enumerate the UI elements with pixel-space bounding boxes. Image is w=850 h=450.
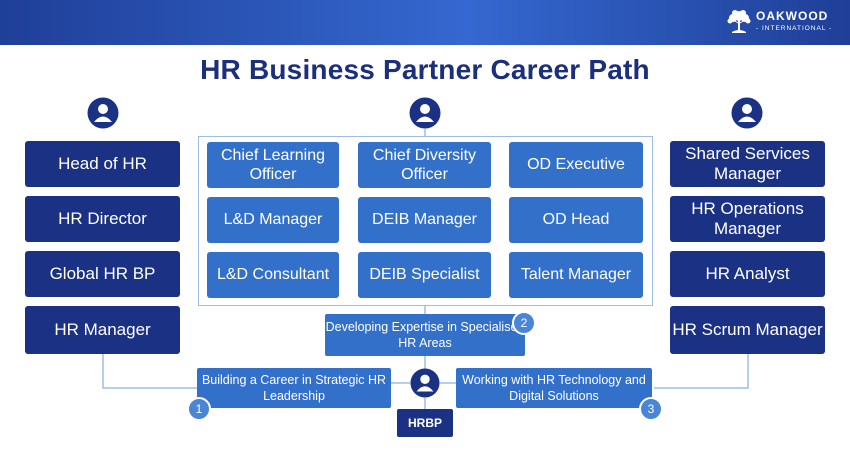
path-label-strategic: Building a Career in Strategic HR Leader… — [197, 368, 391, 408]
left-column-role: Global HR BP — [25, 251, 180, 297]
person-icon — [409, 97, 441, 129]
center-grid-role: Talent Manager — [509, 252, 643, 298]
person-icon — [410, 368, 440, 398]
center-grid-role: Chief Learning Officer — [207, 142, 339, 188]
left-column-role: HR Director — [25, 196, 180, 242]
path-label-specialised: Developing Expertise in Specialised HR A… — [325, 314, 525, 356]
brand-name: OAKWOOD — [756, 9, 829, 23]
center-grid-role: Chief Diversity Officer — [358, 142, 491, 188]
path-number-badge: 2 — [512, 311, 536, 335]
center-grid-role: DEIB Manager — [358, 197, 491, 243]
right-column-role: Shared Services Manager — [670, 141, 825, 187]
person-icon — [731, 97, 763, 129]
left-column-role: HR Manager — [25, 306, 180, 354]
center-grid-role: OD Executive — [509, 142, 643, 188]
oakwood-logo: OAKWOOD - INTERNATIONAL - — [726, 7, 841, 39]
oak-tree-logo-icon — [727, 10, 751, 33]
header-bar: OAKWOOD - INTERNATIONAL - — [0, 0, 850, 45]
person-icon — [87, 97, 119, 129]
center-grid-role: L&D Consultant — [207, 252, 339, 298]
path-number-badge: 3 — [639, 397, 663, 421]
page-title: HR Business Partner Career Path — [200, 54, 650, 85]
left-column-role: Head of HR — [25, 141, 180, 187]
center-grid-role: DEIB Specialist — [358, 252, 491, 298]
hrbp-root-box: HRBP — [397, 409, 453, 437]
center-grid-role: OD Head — [509, 197, 643, 243]
brand-subtitle: - INTERNATIONAL - — [756, 25, 833, 32]
right-column-role: HR Scrum Manager — [670, 306, 825, 354]
path-number-badge: 1 — [187, 397, 211, 421]
right-column-role: HR Operations Manager — [670, 196, 825, 242]
right-column-role: HR Analyst — [670, 251, 825, 297]
path-label-technology: Working with HR Technology and Digital S… — [456, 368, 652, 408]
center-grid-role: L&D Manager — [207, 197, 339, 243]
